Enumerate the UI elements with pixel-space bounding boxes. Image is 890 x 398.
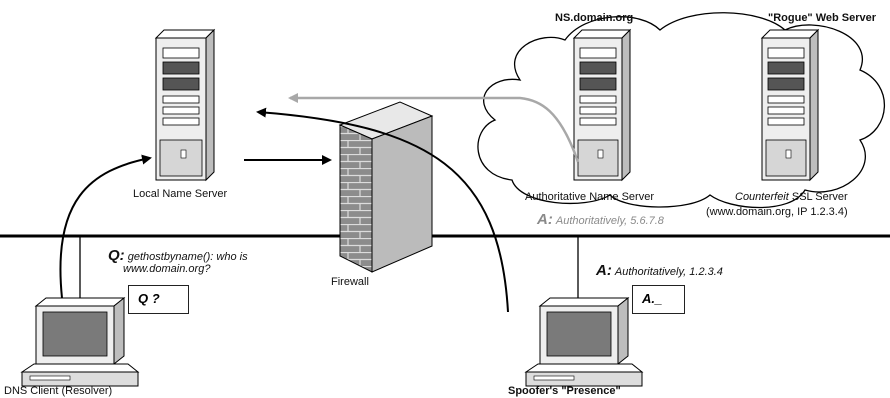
spoof-answer: A: Authoritatively, 1.2.3.4 <box>596 262 723 279</box>
internet-cloud <box>477 12 885 209</box>
spoofer-response-arrow <box>256 107 509 313</box>
firewall-icon <box>338 101 434 273</box>
query-prefix: Q: <box>108 247 125 264</box>
local-name-server-icon <box>154 28 216 182</box>
real-answer-prefix: A: <box>537 211 553 228</box>
spoofer-label: Spoofer's "Presence" <box>508 385 621 397</box>
counterfeit-rest: SSL Server <box>788 191 848 203</box>
spoof-bubble: A._ <box>632 285 685 314</box>
dns-client-computer-icon <box>20 296 140 387</box>
counterfeit-word: Counterfeit <box>735 191 789 203</box>
rogue-server-label: "Rogue" Web Server <box>768 12 877 24</box>
query-text-1: gethostbyname(): who is <box>127 251 248 263</box>
real-answer-text: Authoritatively, 5.6.7.8 <box>555 215 664 227</box>
query-bubble: Q ? <box>128 285 189 314</box>
spoof-answer-prefix: A: <box>596 262 612 279</box>
dns-client-label: DNS Client (Resolver) <box>4 385 113 397</box>
query-line2: www.domain.org? <box>123 263 211 275</box>
counterfeit-label: Counterfeit SSL Server <box>735 191 848 203</box>
spoof-answer-text: Authoritatively, 1.2.3.4 <box>614 266 723 278</box>
client-query-arrow <box>59 154 152 299</box>
rogue-web-server-icon <box>760 28 820 182</box>
ns-domain-label: NS.domain.org <box>555 12 634 24</box>
gray-return-arrow <box>288 93 580 163</box>
query-line1: Q: gethostbyname(): who is <box>108 247 248 264</box>
local-name-server-label: Local Name Server <box>133 188 228 200</box>
authoritative-ns-label: Authoritative Name Server <box>525 191 654 203</box>
firewall-label: Firewall <box>331 276 369 288</box>
ns-domain-server-icon <box>572 28 632 182</box>
counterfeit-sub-label: (www.domain.org, IP 1.2.3.4) <box>706 206 848 218</box>
real-answer: A: Authoritatively, 5.6.7.8 <box>537 211 664 228</box>
spoofer-computer-icon <box>524 296 644 387</box>
